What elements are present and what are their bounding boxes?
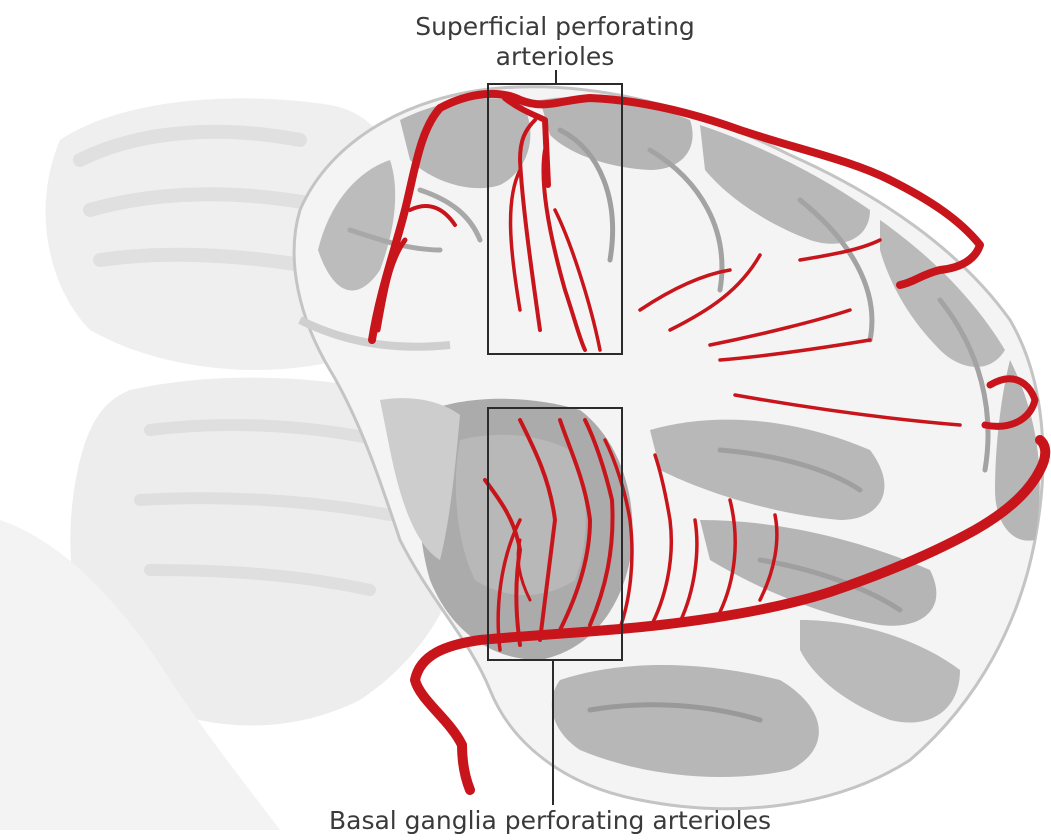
superficial-perforating-label: Superficial perforating arterioles: [330, 12, 780, 72]
label-top-line1: Superficial perforating: [330, 12, 780, 42]
label-top-line2: arterioles: [330, 42, 780, 72]
basal-ganglia-perforating-label: Basal ganglia perforating arterioles: [270, 806, 830, 836]
